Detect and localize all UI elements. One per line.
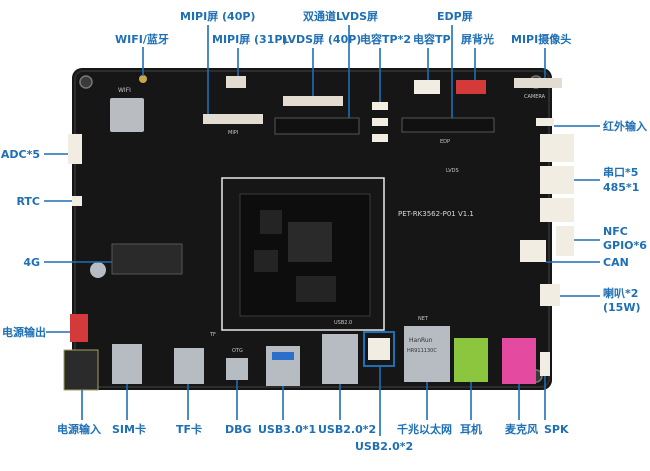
mounting-hole	[79, 75, 93, 89]
label-sim: SIM卡	[112, 423, 146, 436]
otg-silk: OTG	[232, 348, 243, 354]
label-dual-lvds: 双通道LVDS屏	[303, 10, 379, 23]
label-usb2b: USB2.0*2	[355, 440, 414, 453]
spk-connector	[540, 352, 550, 376]
som-chip-emmc	[296, 276, 336, 302]
mipi40-connector	[203, 114, 263, 124]
edp-header	[401, 117, 495, 133]
ethernet-jack	[404, 326, 450, 382]
som-chip-main	[288, 222, 332, 262]
label-speaker: 喇叭*2	[603, 287, 639, 300]
leader-lines	[44, 25, 600, 436]
tf-silk: TF	[209, 332, 216, 338]
label-tf: TF卡	[176, 423, 203, 436]
earphone-jack	[454, 338, 488, 382]
label-edp: EDP屏	[437, 10, 473, 23]
tp2-connector-b	[372, 118, 388, 126]
usb2-stacked-port	[322, 334, 358, 384]
sim-slot	[112, 344, 142, 384]
label-usb3: USB3.0*1	[258, 423, 317, 436]
gpio-connector	[556, 226, 574, 256]
wifi-module	[110, 98, 144, 132]
label-rtc: RTC	[16, 195, 40, 208]
label-gpio: GPIO*6	[603, 239, 647, 252]
dbg-connector	[226, 358, 248, 380]
label-power-in: 电源输入	[57, 423, 101, 436]
net-silk: NET	[418, 316, 429, 322]
label-rs485: 485*1	[603, 181, 640, 194]
tp2-connector-c	[372, 134, 388, 142]
ir-connector	[536, 118, 554, 126]
label-earphone: 耳机	[460, 423, 482, 436]
usb3-tongue	[272, 352, 294, 360]
label-mipi31: MIPI屏 (31P)	[212, 33, 288, 46]
label-usb2a: USB2.0*2	[318, 423, 377, 436]
som-chip-pmic	[254, 250, 278, 272]
capacitor	[90, 262, 106, 278]
serial-connector-b	[540, 166, 574, 194]
ethernet-brand: HanRun	[409, 337, 433, 344]
tf-slot	[174, 348, 204, 384]
backlight-connector	[456, 80, 486, 94]
board-model-silk: PET-RK3562-P01 V1.1	[398, 210, 474, 218]
ethernet-part: HR911130C	[407, 348, 437, 354]
tp-connector	[414, 80, 440, 94]
antenna-connector	[139, 75, 147, 83]
som-outline	[221, 177, 385, 331]
speaker-connector	[540, 284, 560, 306]
wifi-silk: WIFI	[118, 87, 131, 94]
lvds40-connector	[283, 96, 343, 106]
power-out-connector	[70, 314, 88, 342]
usb2-header	[368, 338, 390, 360]
label-ir: 红外输入	[603, 120, 647, 133]
lte-slot	[111, 243, 183, 275]
label-ethernet: 千兆以太网	[397, 423, 452, 436]
power-in-jack	[63, 349, 99, 391]
label-adc: ADC*5	[0, 148, 40, 161]
mipi-silk: MIPI	[228, 130, 238, 136]
can-connector	[520, 240, 546, 262]
label-power-out: 电源输出	[2, 326, 46, 339]
label-tp: 电容TP	[413, 33, 451, 46]
serial-connector-c	[540, 198, 574, 222]
som-chip-mem	[260, 210, 282, 234]
edp-silk: EDP	[440, 139, 450, 145]
label-lvds40: LVDS屏 (40P)	[282, 33, 362, 46]
mipi31-connector	[226, 76, 246, 88]
label-speaker-power: (15W)	[603, 301, 641, 314]
lvds-silk: LVDS	[446, 168, 459, 174]
usb-silk: USB2.0	[334, 320, 352, 326]
label-camera: MIPI摄像头	[511, 33, 572, 46]
label-mic: 麦克风	[505, 423, 538, 436]
serial-connector-a	[540, 134, 574, 162]
label-serial: 串口*5	[603, 166, 639, 179]
label-dbg: DBG	[225, 423, 252, 436]
dual-lvds-header	[274, 117, 360, 135]
label-lte: 4G	[23, 256, 40, 269]
mic-jack	[502, 338, 536, 384]
label-tp2: 电容TP*2	[360, 33, 411, 46]
pcb-edge-highlight	[74, 70, 550, 388]
camera-connector	[514, 78, 562, 88]
tp2-connector-a	[372, 102, 388, 110]
label-nfc: NFC	[603, 225, 628, 238]
label-mipi40: MIPI屏 (40P)	[180, 10, 256, 23]
label-spk: SPK	[544, 423, 569, 436]
rtc-connector	[72, 196, 82, 206]
label-wifi: WIFI/蓝牙	[115, 33, 169, 46]
label-backlight: 屏背光	[461, 33, 494, 46]
camera-silk: CAMERA	[524, 94, 546, 100]
adc-connector	[68, 134, 82, 164]
label-can: CAN	[603, 256, 629, 269]
usb2-header-highlight	[363, 331, 395, 367]
